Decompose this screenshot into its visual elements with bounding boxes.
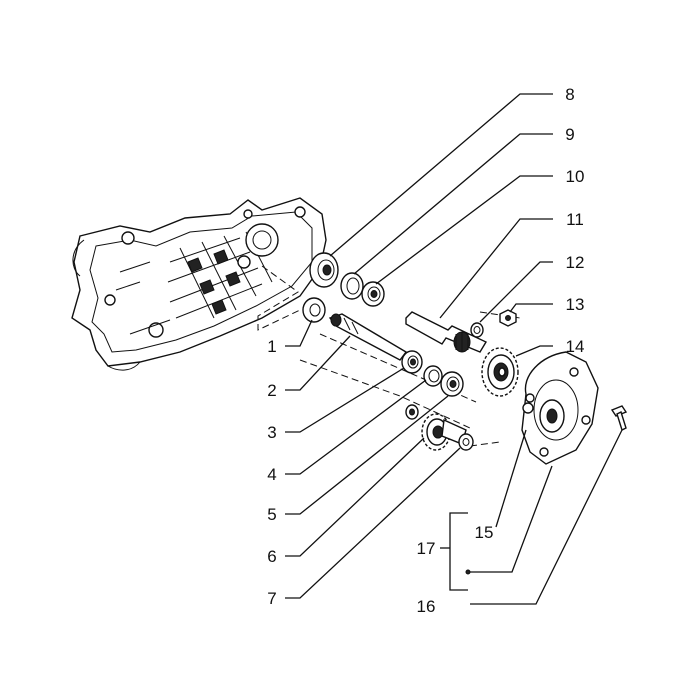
callout-15: 15 <box>475 523 494 542</box>
part-12-circlip <box>470 322 484 338</box>
callout-8: 8 <box>565 85 574 104</box>
part-7-bush <box>458 433 474 451</box>
callout-3: 3 <box>267 423 276 442</box>
callout-12: 12 <box>566 253 585 272</box>
part-11-drive-shaft <box>405 311 487 353</box>
part-9-ring <box>340 272 364 300</box>
crankcase-housing <box>71 197 327 371</box>
part-4-ring <box>423 365 443 387</box>
callout-6: 6 <box>267 547 276 566</box>
callout-4: 4 <box>267 465 276 484</box>
callout-7: 7 <box>267 589 276 608</box>
part-5-bearing <box>440 371 464 397</box>
callout-labels: 1 2 3 4 5 6 7 8 9 10 11 12 13 14 15 16 1… <box>267 85 584 616</box>
callout-17: 17 <box>417 539 436 558</box>
callout-13: 13 <box>566 295 585 314</box>
part-8-bearing <box>309 252 339 288</box>
assembly-axis-lines <box>257 265 521 447</box>
callout-1: 1 <box>267 337 276 356</box>
callout-10: 10 <box>566 167 585 186</box>
part-6-washer <box>405 404 419 420</box>
part-1-bearing <box>302 297 326 323</box>
callout-11: 11 <box>566 210 584 229</box>
part-3-bearing <box>401 350 423 374</box>
callout-5: 5 <box>267 505 276 524</box>
part-10-bearing <box>361 281 385 307</box>
part-14-final-gear <box>481 347 519 397</box>
part-15-gear-cover <box>521 351 599 465</box>
callout-16: 16 <box>417 597 436 616</box>
callout-9: 9 <box>565 125 574 144</box>
part-13-nut <box>499 309 517 327</box>
part-16-screw <box>610 405 628 431</box>
part-2-shaft <box>328 313 408 361</box>
leader-lines <box>285 93 623 605</box>
callout-2: 2 <box>267 381 276 400</box>
part-6-gear <box>421 413 467 451</box>
callout-14: 14 <box>566 337 585 356</box>
